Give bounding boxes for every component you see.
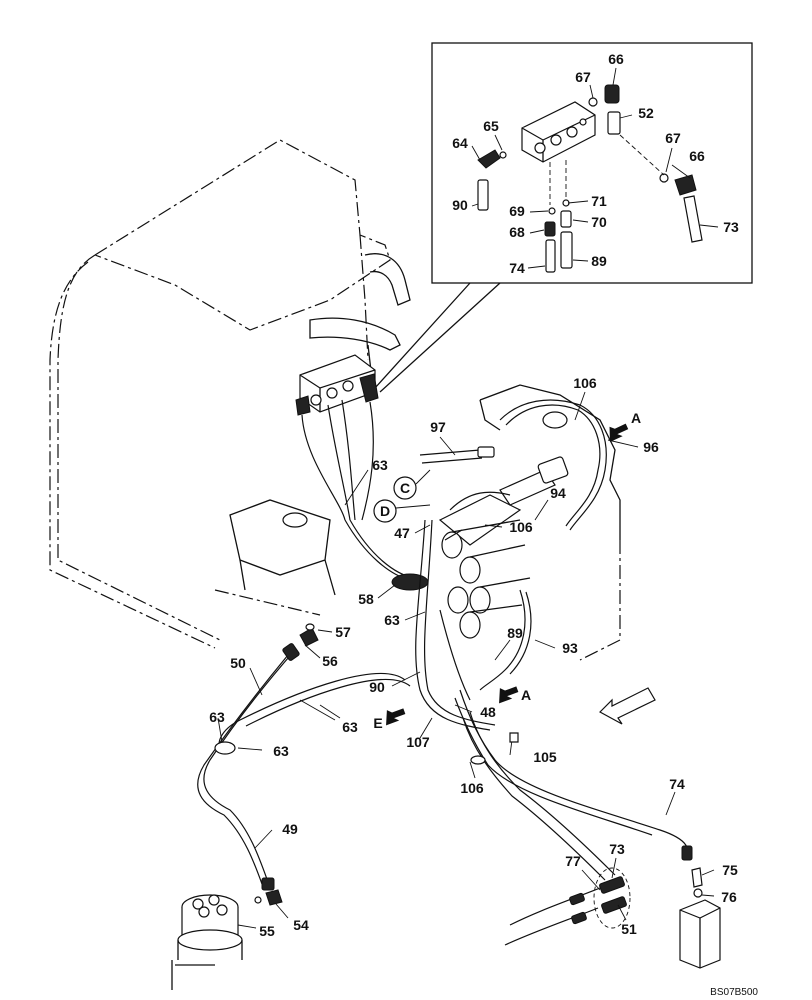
callout-73: 73: [609, 841, 625, 857]
view-marker-c: C: [400, 480, 410, 496]
view-marker-a: A: [631, 410, 641, 426]
callout-106: 106: [573, 375, 597, 391]
swivel-joint: [171, 889, 283, 990]
callout-67: 67: [575, 69, 591, 85]
callout-63: 63: [342, 719, 358, 735]
callout-71: 71: [591, 193, 607, 209]
callout-107: 107: [406, 734, 430, 750]
callout-50: 50: [230, 655, 246, 671]
pilot-valve-block: [295, 354, 379, 521]
callout-74: 74: [669, 776, 685, 792]
travel-fittings: [504, 845, 721, 969]
view-marker-labels: A A E C D: [373, 410, 641, 731]
callout-64: 64: [452, 135, 468, 151]
callout-66: 66: [689, 148, 705, 164]
callout-48: 48: [480, 704, 496, 720]
callout-74: 74: [509, 260, 525, 276]
callout-63: 63: [372, 457, 388, 473]
leader-lines: [217, 67, 719, 929]
view-marker-a: A: [521, 687, 531, 703]
callout-56: 56: [322, 653, 338, 669]
cab-outline: [49, 139, 621, 661]
callout-93: 93: [562, 640, 578, 656]
callout-77: 77: [565, 853, 581, 869]
callout-63: 63: [273, 743, 289, 759]
callout-106: 106: [509, 519, 533, 535]
callout-57: 57: [335, 624, 351, 640]
callout-75: 75: [722, 862, 738, 878]
manifold-block: [521, 101, 596, 163]
callout-66: 66: [608, 51, 624, 67]
callout-89: 89: [591, 253, 607, 269]
callout-65: 65: [483, 118, 499, 134]
forward-direction-arrow: [599, 687, 656, 725]
callout-70: 70: [591, 214, 607, 230]
callout-55: 55: [259, 923, 275, 939]
detail-inset-box: [374, 42, 753, 393]
callout-90: 90: [452, 197, 468, 213]
callout-105: 105: [533, 749, 557, 765]
swivel-hoses: [197, 627, 319, 891]
callout-67: 67: [665, 130, 681, 146]
circle-markers: [373, 469, 431, 523]
callout-97: 97: [430, 419, 446, 435]
callout-73: 73: [723, 219, 739, 235]
callout-58: 58: [358, 591, 374, 607]
callout-63: 63: [384, 612, 400, 628]
callout-94: 94: [550, 485, 566, 501]
callout-63: 63: [209, 709, 225, 725]
callout-49: 49: [282, 821, 298, 837]
callout-68: 68: [509, 224, 525, 240]
valve-spools: [441, 519, 531, 639]
callout-52: 52: [638, 105, 654, 121]
callout-labels: 66 67 52 65 64 67 66 71 90 69 70 68 73 7…: [209, 51, 739, 939]
callout-89: 89: [507, 625, 523, 641]
callout-76: 76: [721, 889, 737, 905]
callout-54: 54: [293, 917, 309, 933]
hose-bundle: [218, 399, 689, 881]
view-marker-e: E: [373, 715, 382, 731]
callout-96: 96: [643, 439, 659, 455]
swing-unit-outline: [229, 499, 336, 596]
view-arrows: [386, 423, 629, 726]
drawing-code: BS07B500: [710, 987, 758, 998]
callout-90: 90: [369, 679, 385, 695]
callout-106: 106: [460, 780, 484, 796]
callout-51: 51: [621, 921, 637, 937]
view-marker-d: D: [380, 503, 390, 519]
callout-69: 69: [509, 203, 525, 219]
control-valve-outline: [438, 384, 621, 639]
callout-47: 47: [394, 525, 410, 541]
